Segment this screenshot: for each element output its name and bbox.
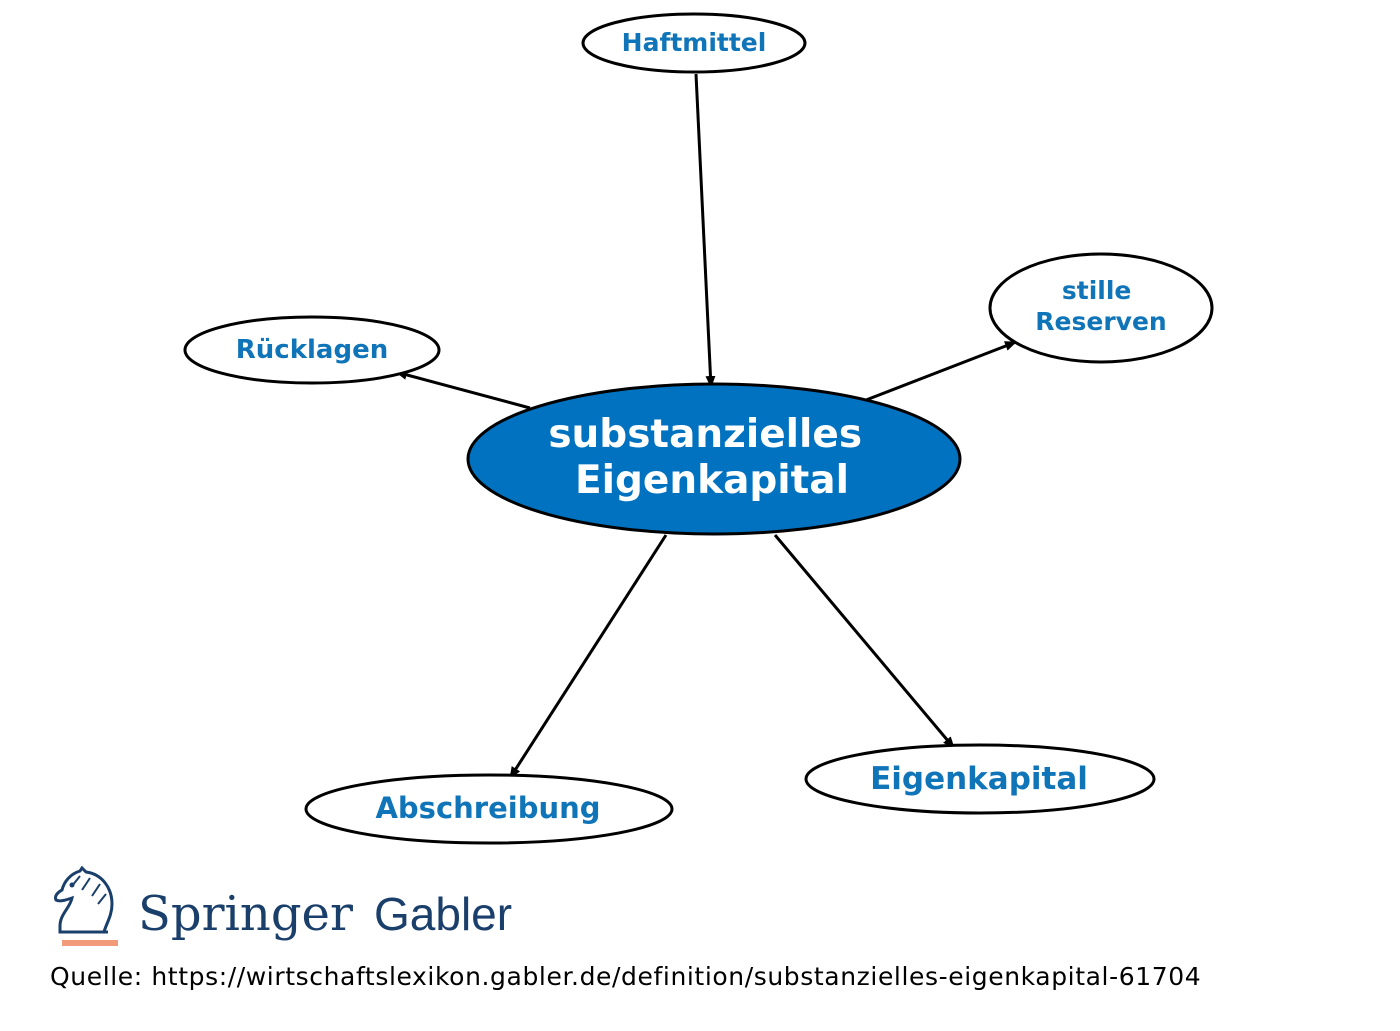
svg-text:Rücklagen: Rücklagen (236, 335, 388, 365)
edge-center-to-stille-reserven (865, 340, 1017, 402)
edge-center-to-eigenkapital (773, 534, 956, 749)
svg-text:Abschreibung: Abschreibung (375, 791, 600, 825)
svg-text:Eigenkapital: Eigenkapital (870, 761, 1088, 797)
svg-text:substanzielles Eigenkapi: substanzielles Eigenkapital (548, 412, 875, 503)
brand-gabler: Gabler (374, 888, 512, 940)
node-haftmittel[interactable]: Haftmittel (581, 12, 807, 74)
edge-center-to-abschreibung (508, 534, 668, 779)
node-haftmittel-label: Haftmittel (622, 28, 767, 57)
edge-haftmittel-to-center (694, 73, 716, 388)
svg-text:Haftmittel: Haftmittel (622, 28, 767, 57)
source-citation: Quelle: https://wirtschaftslexikon.gable… (50, 962, 1202, 991)
springer-horse-logo-icon (54, 866, 118, 946)
brand-springer: Springer (138, 886, 353, 942)
node-eigenkapital-label: Eigenkapital (870, 761, 1088, 797)
node-eigenkapital[interactable]: Eigenkapital (804, 743, 1156, 815)
springer-gabler-logo: Springer Gabler (54, 866, 512, 946)
node-stille-reserven-label-line-2: Reserven (1035, 307, 1166, 336)
node-ruecklagen-label: Rücklagen (236, 335, 388, 365)
node-abschreibung[interactable]: Abschreibung (304, 773, 674, 845)
edge-center-to-ruecklagen (395, 370, 531, 410)
node-ruecklagen[interactable]: Rücklagen (183, 315, 441, 385)
node-abschreibung-label: Abschreibung (375, 791, 600, 825)
center-label-line-2: Eigenkapital (575, 458, 849, 503)
node-center-substanzielles-eigenkapital[interactable]: substanzielles Eigenkapital (466, 382, 962, 536)
edges (395, 73, 1017, 779)
svg-text:stille Reserven: stille Reserven (1035, 276, 1166, 336)
node-stille-reserven[interactable]: stille Reserven (988, 252, 1214, 364)
center-label-line-1: substanzielles (548, 412, 862, 457)
node-stille-reserven-label-line-1: stille (1062, 276, 1132, 305)
